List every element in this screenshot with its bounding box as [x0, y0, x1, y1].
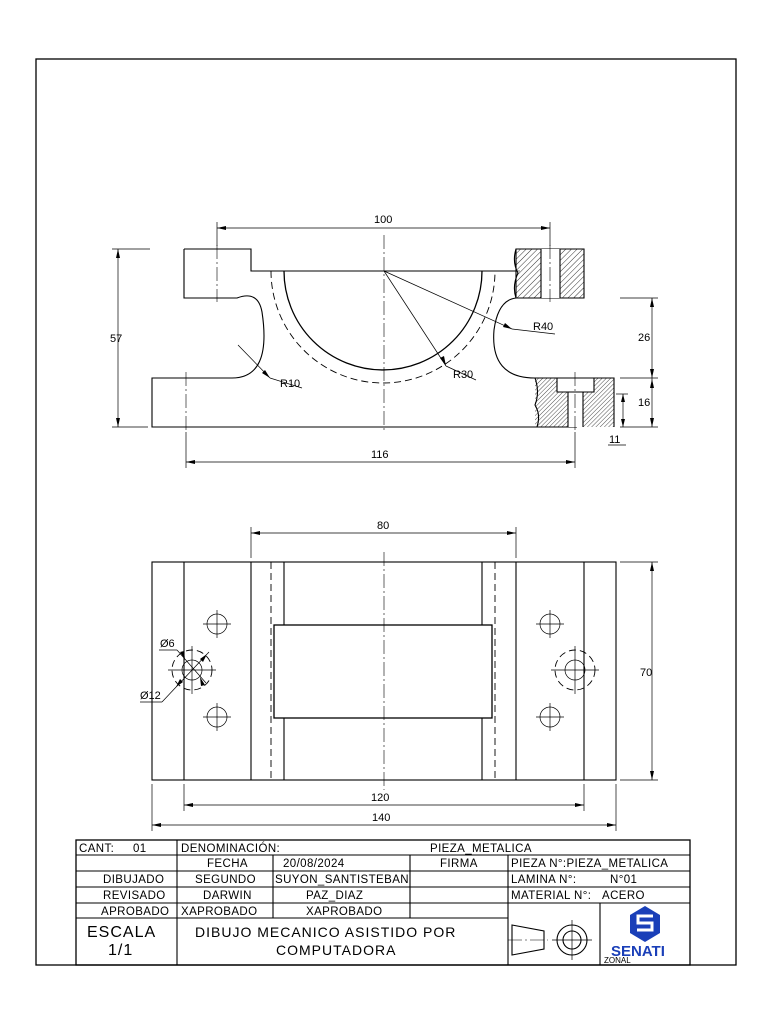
dim-height-total: 57: [110, 333, 122, 345]
dibujado-name: SEGUNDO: [195, 874, 256, 886]
dim-overall-length: 140: [372, 812, 390, 824]
lamina-value: N°01: [610, 874, 637, 886]
cant-value: 01: [133, 843, 147, 855]
course-title-line2: COMPUTADORA: [276, 942, 396, 958]
title-block: CANT: 01 DENOMINACIÓN: PIEZA_METALICA FE…: [75, 839, 691, 966]
top-view-dimensions: 80 70 Ø6 Ø12 120 140: [140, 520, 658, 831]
revisado-surname: PAZ_DIAZ: [306, 890, 363, 902]
dim-hole-spacing: 120: [371, 792, 389, 804]
front-view: [151, 235, 615, 432]
dim-height-lower: 16: [638, 397, 650, 409]
cant-label: CANT:: [79, 843, 114, 855]
logo-text: SENATI: [611, 943, 665, 960]
fecha-label: FECHA: [207, 858, 248, 870]
dim-radius-fillet: R10: [280, 378, 300, 390]
dim-hole-large: Ø12: [140, 690, 161, 702]
material-label: MATERIAL N°:: [511, 890, 591, 902]
projection-symbol-icon: [508, 920, 592, 960]
top-view: [151, 552, 617, 790]
escala-value: 1/1: [108, 942, 133, 959]
sheet-border: [35, 58, 737, 966]
dim-base-length: 116: [371, 449, 389, 461]
lamina-label: LAMINA N°:: [511, 874, 576, 886]
aprobado-name: XAPROBADO: [181, 906, 257, 918]
denominacion-label: DENOMINACIÓN:: [181, 842, 280, 855]
senati-logo: SENATI ZONAL: [604, 906, 665, 965]
course-title-line1: DIBUJO MECANICO ASISTIDO POR: [195, 924, 456, 940]
dim-depth: 70: [640, 667, 652, 679]
logo-subtext: ZONAL: [604, 956, 631, 965]
aprobado-label: APROBADO: [101, 906, 169, 918]
dim-radius-inner: R30: [453, 369, 473, 381]
dim-hole-small: Ø6: [160, 638, 175, 650]
firma-label: FIRMA: [440, 858, 478, 870]
denominacion-value: PIEZA_METALICA: [430, 843, 532, 855]
fecha-value: 20/08/2024: [283, 858, 345, 870]
aprobado-surname: XAPROBADO: [306, 906, 382, 918]
pieza-label: PIEZA N°:PIEZA_METALICA: [511, 858, 668, 870]
dim-radius-outer: R40: [533, 321, 553, 333]
dim-inner-width: 80: [377, 520, 389, 532]
dibujado-label: DIBUJADO: [103, 874, 164, 886]
dibujado-surname: SUYON_SANTISTEBAN: [275, 874, 409, 886]
dim-top-width: 100: [374, 214, 392, 226]
material-value: ACERO: [602, 890, 645, 902]
escala-label: ESCALA: [87, 924, 156, 941]
front-view-dimensions: 100 57 R40 R30 R10 26 16: [110, 214, 658, 468]
revisado-label: REVISADO: [103, 890, 166, 902]
revisado-name: DARWIN: [203, 890, 252, 902]
dim-height-upper: 26: [638, 332, 650, 344]
dim-counterbore: 11: [609, 434, 620, 446]
